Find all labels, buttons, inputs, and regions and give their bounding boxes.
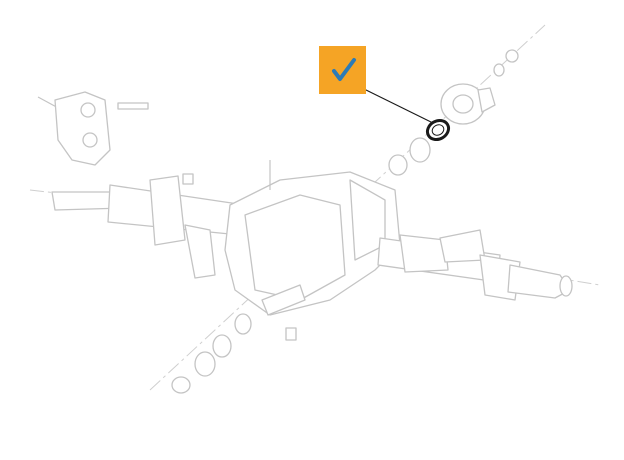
differential-housing [224,160,401,316]
left-axle-tube [51,173,246,279]
pinion-parts [388,49,519,176]
leader-line [361,87,434,124]
steering-knuckle [37,91,149,166]
lower-bearings [171,313,297,394]
checkmark-badge[interactable] [319,46,366,94]
pinion-seal-highlighted[interactable] [424,117,452,144]
checkmark-icon [332,58,356,81]
right-axle-tube [377,229,573,301]
